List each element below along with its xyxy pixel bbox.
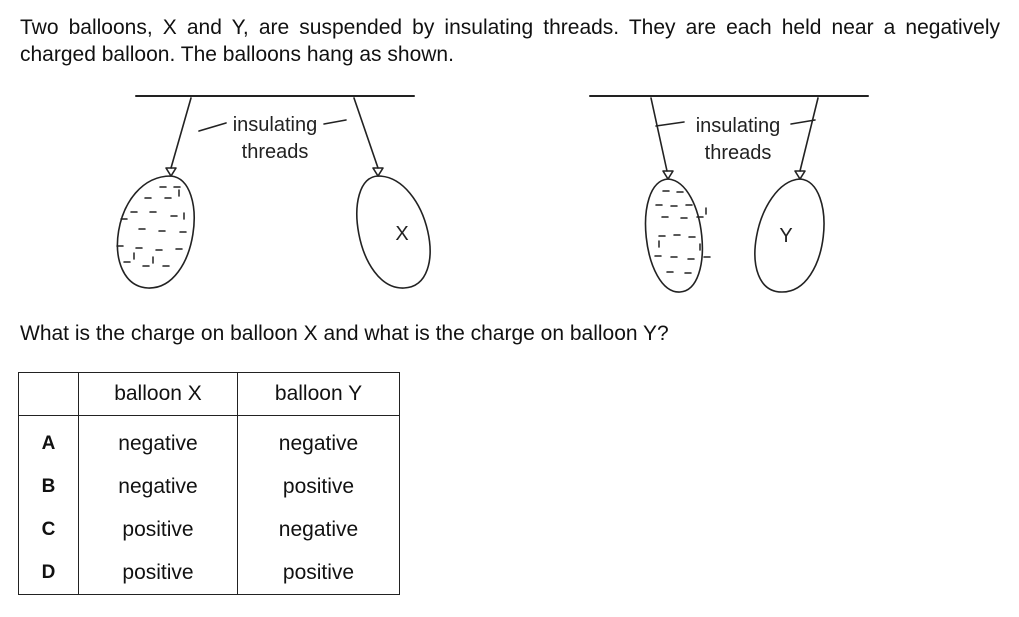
right-label-leader-1 xyxy=(655,121,685,127)
option-x-charge: positive xyxy=(78,508,238,551)
charged-balloon-left-minus-marks xyxy=(116,186,187,267)
option-key: B xyxy=(18,465,79,508)
balloon-x xyxy=(356,175,431,289)
option-x-charge: negative xyxy=(78,465,238,508)
right-thread-to-charged xyxy=(650,97,668,172)
balloon-x-knot xyxy=(372,167,384,177)
left-thread-label-line2: threads xyxy=(242,141,309,163)
question-stem: Two balloons, X and Y, are suspended by … xyxy=(20,16,1000,66)
question-text: What is the charge on balloon X and what… xyxy=(20,322,669,345)
balloons-diagram: insulating threads X insulating threads … xyxy=(116,95,869,293)
answer-option-d[interactable]: D positive positive xyxy=(18,551,400,595)
charged-balloon-right-minus-marks xyxy=(654,190,711,274)
right-thread-to-y xyxy=(799,97,819,172)
option-y-charge: positive xyxy=(237,465,400,508)
right-thread-label-line2: threads xyxy=(705,142,772,164)
left-thread-label-line1: insulating xyxy=(233,114,318,136)
charged-balloon-left-knot xyxy=(165,167,177,177)
option-key: D xyxy=(18,551,79,595)
option-key: C xyxy=(18,508,79,551)
option-y-charge: negative xyxy=(237,415,400,465)
left-thread-to-charged xyxy=(170,97,192,169)
header-balloon-y: balloon Y xyxy=(237,372,400,416)
left-thread-to-x xyxy=(353,97,379,169)
charged-balloon-left xyxy=(116,175,195,289)
option-y-charge: negative xyxy=(237,508,400,551)
left-label-leader-2 xyxy=(323,119,347,125)
balloon-y xyxy=(754,178,825,293)
right-thread-label-line1: insulating xyxy=(696,115,781,137)
option-key: A xyxy=(18,415,79,465)
right-label-leader-2 xyxy=(790,119,816,125)
header-balloon-x: balloon X xyxy=(78,372,238,416)
balloon-x-label: X xyxy=(395,223,408,245)
balloon-y-label: Y xyxy=(779,225,792,247)
option-x-charge: negative xyxy=(78,415,238,465)
answer-table: balloon X balloon Y A negative negative … xyxy=(18,372,400,595)
balloon-y-knot xyxy=(794,170,806,180)
answer-option-b[interactable]: B negative positive xyxy=(18,465,400,508)
charged-balloon-right-knot xyxy=(662,170,674,180)
left-label-leader-1 xyxy=(198,122,227,132)
header-blank xyxy=(18,372,79,416)
option-y-charge: positive xyxy=(237,551,400,595)
option-x-charge: positive xyxy=(78,551,238,595)
answer-table-header: balloon X balloon Y xyxy=(18,372,400,416)
charged-balloon-right xyxy=(644,178,704,293)
answer-option-c[interactable]: C positive negative xyxy=(18,508,400,551)
answer-option-a[interactable]: A negative negative xyxy=(18,415,400,465)
